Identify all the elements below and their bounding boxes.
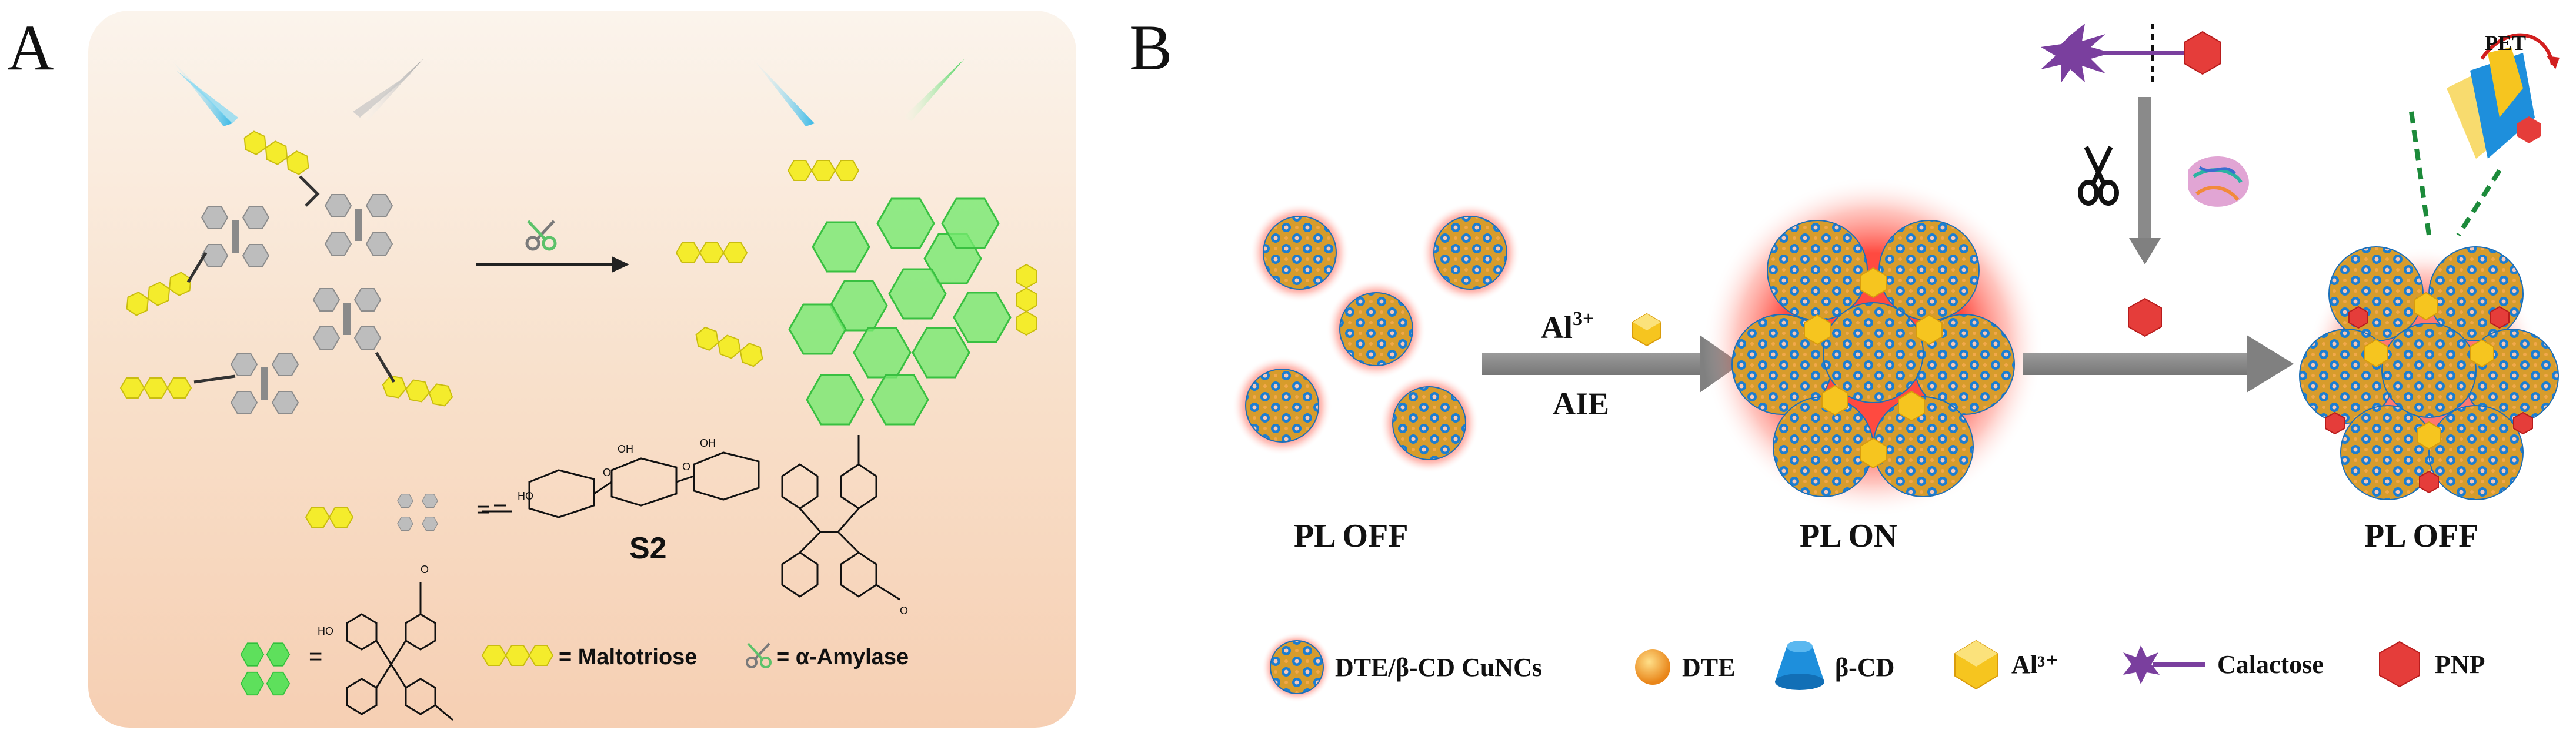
down-arrow	[2129, 238, 2161, 264]
yellow-polyhedron-icon	[1954, 639, 1998, 690]
green-tpe-icon	[240, 642, 291, 696]
green-light-icon	[903, 59, 965, 121]
al-ion-label: Al3+	[1541, 308, 1594, 345]
cyclodextrin-cone-icon	[1775, 641, 1824, 690]
svg-text:=: =	[309, 644, 322, 669]
maltotriose-chain	[120, 377, 192, 399]
panel-a-diagram: = S2 HO OH OH O O O = HO O	[120, 59, 1037, 721]
aie-label: AIE	[1553, 386, 1609, 421]
legend-label-al: Al³⁺	[2011, 650, 2058, 679]
maltotriose-chain	[122, 269, 196, 319]
nanocluster-icon	[1270, 640, 1324, 694]
galactose-star-icon	[2041, 24, 2111, 82]
legend-label-bcd: β-CD	[1835, 653, 1894, 682]
legend-label-dte: DTE	[1682, 653, 1735, 682]
galactose-pnp-substrate	[2041, 24, 2221, 82]
tpe-molecule	[201, 206, 269, 267]
blue-light-icon-2	[753, 59, 815, 126]
state-label-1: PL OFF	[1294, 518, 1408, 554]
pet-inset-icon	[2447, 33, 2560, 159]
equals-sign: =	[476, 497, 490, 523]
compound-s2-label: S2	[629, 531, 667, 565]
tpe-molecule	[325, 194, 393, 256]
quenched-aggregate	[2299, 246, 2559, 500]
svg-text:OH: OH	[618, 443, 633, 455]
quench-arrow	[2023, 335, 2294, 393]
red-polyhedron-icon	[2379, 641, 2420, 688]
maltotriose-legend-label: = Maltotriose	[559, 645, 697, 669]
amylase-legend-label: = α-Amylase	[776, 645, 909, 669]
legend-label-cunc: DTE/β-CD CuNCs	[1335, 653, 1542, 682]
pnp-polyhedron-icon	[2184, 31, 2221, 75]
aggregated-clusters-on	[1703, 176, 2044, 517]
svg-text:HO: HO	[318, 625, 333, 637]
legend-label-galactose: Calactose	[2217, 650, 2324, 679]
maltotriose-chain	[239, 128, 313, 178]
maltotriose-legend-icon	[482, 645, 553, 666]
svg-text:O: O	[603, 467, 611, 478]
panel-b-letter: B	[1129, 12, 1173, 83]
reaction-arrow-a	[476, 256, 629, 273]
svg-text:O: O	[682, 461, 690, 473]
aggregation-arrow	[1482, 335, 1741, 393]
legend-label-pnp: PNP	[2435, 650, 2485, 679]
dispersed-clusters	[1232, 203, 1520, 473]
svg-text:OH: OH	[700, 437, 716, 449]
tpe-structure-small	[346, 582, 453, 721]
galactose-star-icon-legend	[2123, 645, 2205, 684]
pet-label: PET	[2485, 31, 2526, 55]
scissors-cleave-icon	[2078, 146, 2119, 206]
panel-b-diagram: Al3+ AIE	[1232, 24, 2560, 702]
tpe-molecule	[231, 353, 299, 414]
orange-sphere-icon	[1635, 649, 1670, 685]
amylase-scissors-icon	[746, 642, 772, 668]
scissors-icon	[525, 220, 557, 251]
green-aie-aggregate	[788, 197, 1012, 426]
state-label-2: PL ON	[1800, 518, 1897, 554]
svg-text:O: O	[421, 564, 429, 575]
panel-a-letter: A	[7, 12, 54, 83]
al-polyhedron-icon	[1632, 313, 1661, 347]
svg-text:O: O	[900, 605, 908, 617]
tpe-molecule	[313, 288, 381, 350]
state-label-3: PL OFF	[2364, 518, 2478, 554]
released-pnp-icon	[2128, 297, 2162, 337]
legend-row: DTE/β-CD CuNCs DTE β-CD Al³⁺ Calactose P…	[1262, 632, 2485, 702]
enzyme-protein-icon	[2188, 156, 2249, 207]
s2-chemical-structure	[305, 435, 900, 601]
svg-text:HO: HO	[518, 490, 533, 502]
